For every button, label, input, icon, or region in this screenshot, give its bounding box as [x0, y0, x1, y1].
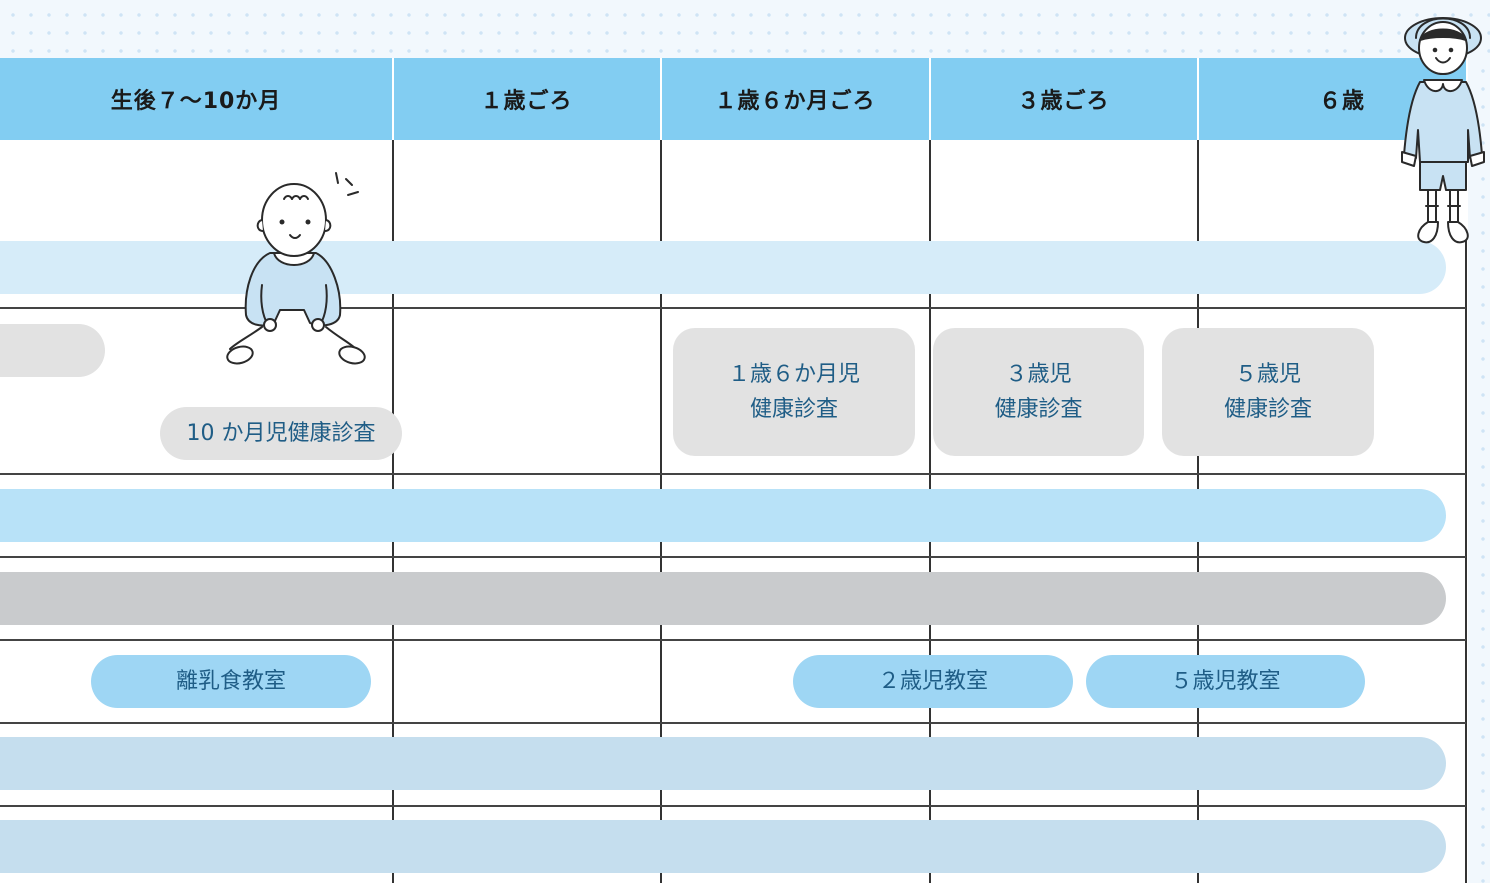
checkup-5-year-line2: 健康診査 — [1223, 397, 1312, 422]
header-divider — [1197, 58, 1199, 140]
service-band-gray — [0, 572, 1446, 625]
header-divider — [929, 58, 931, 140]
class-weaning: 離乳食教室 — [91, 655, 371, 708]
table-right-border — [1465, 240, 1467, 883]
row-divider — [0, 639, 1466, 641]
row-divider — [0, 556, 1466, 558]
row-divider — [0, 473, 1466, 475]
age-header-bar — [0, 58, 1466, 140]
column-header-7-10-months: 生後７〜10か月 — [110, 89, 282, 114]
class-5-year-label: ５歳児教室 — [1170, 668, 1281, 694]
checkup-3-year-line2: 健康診査 — [994, 397, 1083, 422]
service-band-light-blue — [0, 241, 1446, 294]
row-divider — [0, 722, 1466, 724]
row-divider — [0, 307, 1466, 309]
class-weaning-label: 離乳食教室 — [175, 668, 286, 694]
checkup-10-month-label: 10 か月児健康診査 — [186, 420, 376, 446]
checkup-3-year: ３歳児 健康診査 — [933, 328, 1144, 456]
checkup-1-6-year: １歳６か月児 健康診査 — [673, 328, 915, 456]
kindergarten-child-icon — [1401, 17, 1485, 244]
header-divider — [660, 58, 662, 140]
checkup-5-year: ５歳児 健康診査 — [1162, 328, 1374, 456]
header-divider — [392, 58, 394, 140]
checkup-10-month: 10 か月児健康診査 — [160, 407, 402, 460]
column-header-3-year: ３歳ごろ — [1017, 89, 1110, 114]
checkup-1-6-year-line1: １歳６か月児 — [727, 361, 860, 387]
dotted-background-right — [1468, 58, 1490, 883]
checkup-pill-earlier — [0, 324, 105, 377]
service-band-blue — [0, 489, 1446, 542]
column-header-1-year: １歳ごろ — [480, 89, 573, 114]
class-2-year: ２歳児教室 — [793, 655, 1073, 708]
service-band-pale-blue — [0, 820, 1446, 873]
row-divider — [0, 805, 1466, 807]
checkup-1-6-year-line2: 健康診査 — [749, 397, 838, 422]
sitting-baby-icon — [226, 172, 366, 365]
dotted-background-top — [0, 0, 1490, 58]
checkup-5-year-line1: ５歳児 — [1234, 361, 1301, 387]
class-5-year: ５歳児教室 — [1086, 655, 1365, 708]
class-2-year-label: ２歳児教室 — [877, 668, 988, 694]
checkup-3-year-line1: ３歳児 — [1005, 361, 1072, 387]
column-header-1-6-year: １歳６か月ごろ — [714, 89, 876, 114]
service-band-pale-blue — [0, 737, 1446, 790]
column-header-6-year: ６歳 — [1318, 89, 1365, 114]
